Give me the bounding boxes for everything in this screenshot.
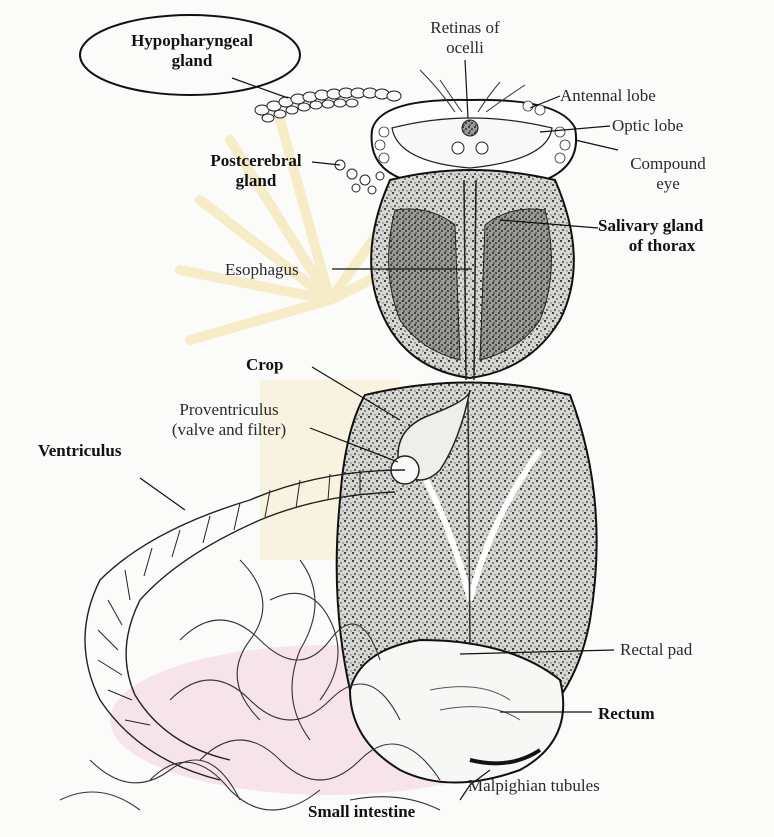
head-drawing	[372, 70, 577, 186]
label-proventriculus-line1: Proventriculus	[146, 400, 312, 419]
label-compound-eye-line2: eye	[618, 174, 718, 193]
label-salivary-gland-line2: of thorax	[598, 236, 726, 255]
label-crop: Crop	[246, 355, 283, 374]
label-esophagus: Esophagus	[225, 260, 299, 279]
label-retinas-of-ocelli-line1: Retinas of	[400, 18, 530, 37]
label-small-intestine: Small intestine	[308, 802, 415, 821]
label-postcerebral-gland-line2: gland	[196, 171, 316, 190]
label-rectum: Rectum	[598, 704, 655, 723]
postcerebral-gland-drawing	[335, 160, 384, 194]
label-proventriculus-line2: (valve and filter)	[146, 420, 312, 439]
label-rectal-pad: Rectal pad	[620, 640, 692, 659]
label-hypopharyngeal-gland-line1: Hypopharyngeal	[102, 31, 282, 50]
thorax-drawing	[371, 170, 574, 380]
label-ventriculus: Ventriculus	[38, 441, 121, 460]
label-postcerebral-gland-line1: Postcerebral	[196, 151, 316, 170]
label-antennal-lobe: Antennal lobe	[560, 86, 656, 105]
label-retinas-of-ocelli-line2: ocelli	[400, 38, 530, 57]
label-malpighian-tubules: Malpighian tubules	[468, 776, 600, 795]
label-salivary-gland-line1: Salivary gland	[598, 216, 703, 235]
label-hypopharyngeal-gland-line2: gland	[102, 51, 282, 70]
label-optic-lobe: Optic lobe	[612, 116, 683, 135]
label-compound-eye-line1: Compound	[618, 154, 718, 173]
